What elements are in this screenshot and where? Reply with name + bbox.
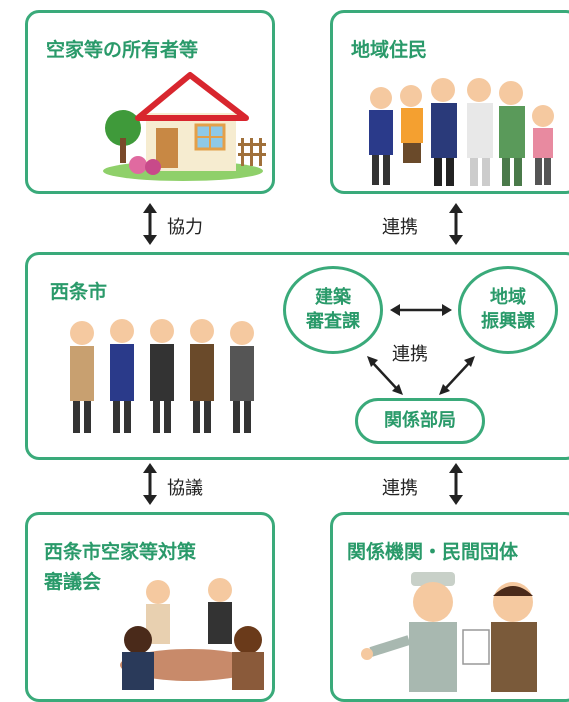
city-council-arrow [143,463,157,505]
council-box: 西条市空家等対策 審議会 [25,512,275,702]
regional-promo-line1: 地域 [490,286,526,308]
residents-city-arrow [449,203,463,245]
building-review-node: 建築審査課 [283,266,383,354]
owners-title: 空家等の所有者等 [46,39,199,61]
orgs-title: 関係機関・民間団体 [347,541,519,563]
city-staff-illustration [70,319,254,433]
council-title-line2: 審議会 [44,571,102,593]
residents-title: 地域住民 [351,39,428,61]
orgs-box: 関係機関・民間団体 [330,512,569,702]
city-orgs-link-label: 連携 [382,478,418,499]
residents-city-link-label: 連携 [382,217,418,238]
building-review-line1: 建築 [315,286,351,308]
orgs-illustration [361,572,537,692]
house-illustration [103,72,266,181]
building-review-line2: 審査課 [306,311,360,332]
regional-promo-node: 地域振興課 [458,266,558,354]
city-orgs-arrow [449,463,463,505]
related-depts-node: 関係部局 [355,398,485,444]
city-council-link-label: 協議 [167,478,203,499]
city-title: 西条市 [50,281,108,303]
council-title-line1: 西条市空家等対策 [44,541,197,563]
regional-promo-line2: 振興課 [481,311,535,332]
owners-city-link-label: 協力 [167,217,203,238]
owners-city-arrow [143,203,157,245]
related-depts-label: 関係部局 [384,409,456,431]
residents-box: 地域住民 [330,10,569,194]
inner-link-label: 連携 [392,344,428,365]
residents-illustration [369,78,554,186]
owners-box: 空家等の所有者等 [25,10,275,194]
meeting-illustration [120,578,264,690]
